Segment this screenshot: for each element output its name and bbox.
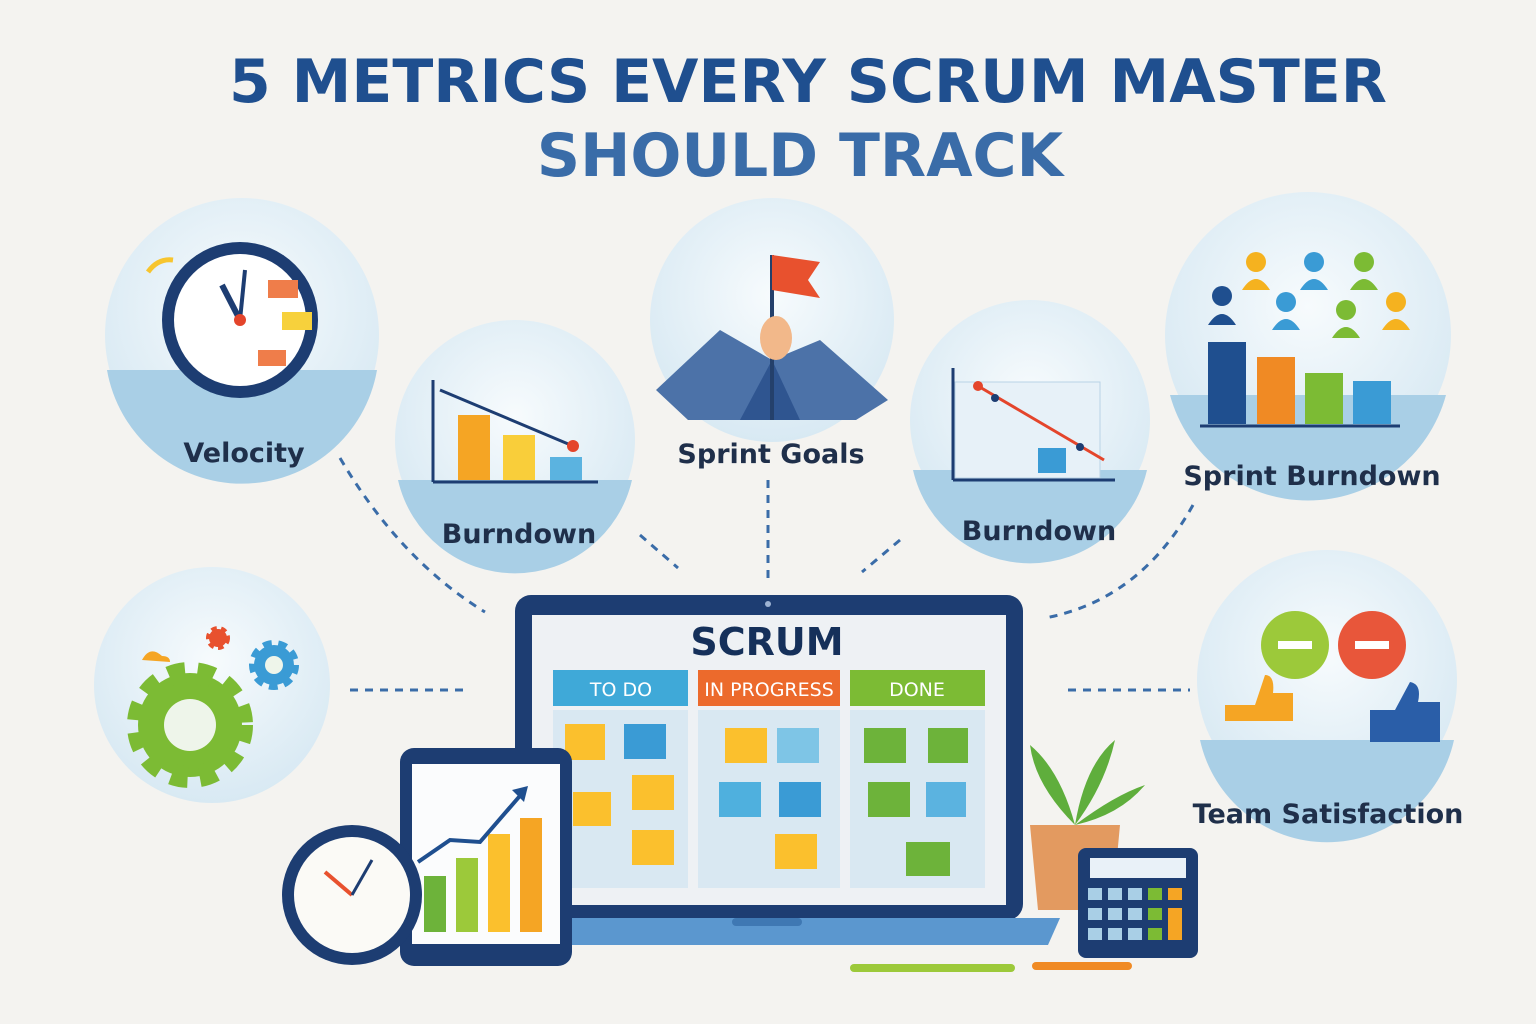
metric-velocity: Velocity	[105, 198, 379, 484]
metric-label: Burndown	[442, 519, 596, 550]
metric-team-satisfaction: Team Satisfaction	[1193, 550, 1464, 843]
clock-icon	[282, 825, 422, 965]
title-line-1: 5 METRICS EVERY SCRUM MASTER	[229, 47, 1387, 117]
column-done: DONE	[850, 670, 985, 888]
metric-burndown-2: Burndown	[910, 300, 1150, 564]
metric-label: Burndown	[962, 516, 1116, 547]
metric-burndown: Burndown	[395, 320, 635, 574]
calculator-icon	[1078, 848, 1198, 958]
tablet-chart	[400, 748, 572, 966]
board-title: SCRUM	[690, 620, 843, 664]
title-line-2: SHOULD TRACK	[537, 121, 1066, 191]
metric-label: Velocity	[183, 438, 305, 469]
column-header: DONE	[889, 679, 945, 701]
metric-label: Sprint Burndown	[1183, 461, 1440, 492]
team-bar-icon	[1200, 252, 1410, 428]
bar-chart-icon	[431, 380, 598, 484]
metric-gears	[94, 567, 330, 803]
column-in-progress: IN PROGRESS	[698, 670, 840, 888]
column-header: TO DO	[589, 679, 652, 701]
metric-label: Team Satisfaction	[1193, 799, 1464, 830]
metric-sprint-goals: Sprint Goals	[650, 198, 894, 470]
line-chart-icon	[951, 368, 1115, 482]
metric-label: Sprint Goals	[677, 439, 864, 470]
pencil-icon	[850, 962, 1132, 972]
clock-icon	[145, 242, 318, 398]
column-header: IN PROGRESS	[704, 679, 834, 701]
connectors	[338, 457, 1195, 692]
gears-icon	[127, 626, 299, 788]
laptop-scrum-board: SCRUM TO DO IN PROGRESS DONE	[515, 595, 1060, 945]
metric-sprint-burndown: Sprint Burndown	[1165, 192, 1451, 501]
thumbs-icon	[1225, 611, 1440, 742]
flag-mountain-icon	[656, 255, 888, 420]
column-to-do: TO DO	[553, 670, 688, 888]
